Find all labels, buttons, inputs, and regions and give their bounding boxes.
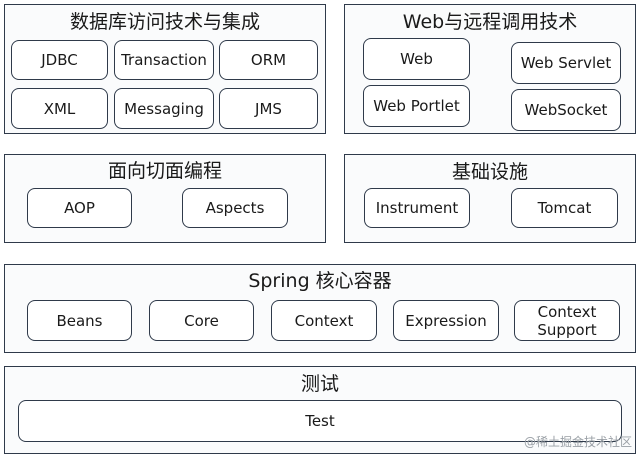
core-container-panel: Spring 核心容器 Beans Core Context Expressio… bbox=[4, 264, 636, 353]
module-instrument: Instrument bbox=[364, 188, 470, 228]
aop-panel: 面向切面编程 AOP Aspects bbox=[4, 154, 326, 243]
module-expression: Expression bbox=[393, 300, 499, 341]
module-xml: XML bbox=[11, 88, 108, 129]
module-context-support: Context Support bbox=[514, 300, 620, 341]
module-websocket: WebSocket bbox=[511, 89, 621, 131]
module-aspects: Aspects bbox=[182, 188, 288, 228]
module-web: Web bbox=[363, 38, 470, 80]
module-transaction: Transaction bbox=[114, 40, 214, 80]
module-core: Core bbox=[149, 300, 254, 341]
aop-title: 面向切面编程 bbox=[107, 160, 222, 182]
data-access-title: 数据库访问技术与集成 bbox=[69, 11, 260, 33]
module-web-servlet: Web Servlet bbox=[511, 42, 621, 84]
test-title: 测试 bbox=[300, 373, 339, 395]
web-title: Web与远程调用技术 bbox=[402, 11, 578, 33]
module-web-portlet: Web Portlet bbox=[363, 85, 470, 127]
core-container-title: Spring 核心容器 bbox=[248, 270, 392, 292]
module-jdbc: JDBC bbox=[11, 40, 108, 80]
web-panel: Web与远程调用技术 Web Web Servlet Web Portlet W… bbox=[344, 4, 636, 134]
test-panel: 测试 Test bbox=[4, 366, 636, 454]
module-messaging: Messaging bbox=[114, 88, 214, 129]
watermark: @稀土掘金技术社区 bbox=[523, 435, 632, 449]
module-beans: Beans bbox=[27, 300, 132, 341]
data-access-panel: 数据库访问技术与集成 JDBC Transaction ORM XML Mess… bbox=[4, 4, 326, 134]
infrastructure-title: 基础设施 bbox=[451, 161, 528, 183]
infrastructure-panel: 基础设施 Instrument Tomcat bbox=[344, 154, 636, 243]
module-test: Test bbox=[18, 400, 622, 442]
module-context: Context bbox=[271, 300, 377, 341]
module-tomcat: Tomcat bbox=[511, 188, 618, 228]
module-jms: JMS bbox=[219, 88, 318, 129]
module-aop: AOP bbox=[27, 188, 132, 228]
module-orm: ORM bbox=[219, 40, 318, 80]
